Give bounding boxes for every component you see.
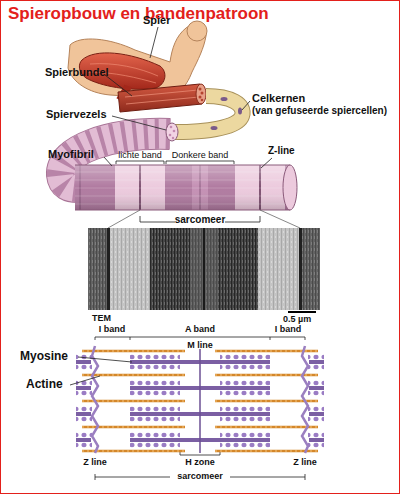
cylinder-end — [283, 165, 297, 210]
tem-z-line — [107, 228, 110, 310]
bundle-section — [196, 84, 206, 104]
myosin-heads — [130, 349, 180, 453]
leader-lines — [104, 27, 272, 168]
part-label: Celkernen — [252, 92, 305, 105]
image-label: TEM — [92, 313, 111, 323]
part-label: Myofibril — [48, 148, 94, 161]
m-line — [199, 349, 201, 453]
note-label: (van gefuseerde spiercellen) — [252, 105, 387, 117]
scale-label: 0.5 µm — [283, 314, 311, 324]
band-label: I band — [99, 324, 126, 334]
part-label: Spierbundel — [45, 66, 109, 79]
fist — [187, 21, 207, 41]
myosin-heads — [220, 349, 270, 453]
line-label: Z line — [83, 457, 107, 467]
band-label: lichte band — [118, 150, 162, 160]
nuclei — [211, 97, 243, 130]
part-label: Spier — [143, 14, 171, 27]
myosin-heads — [76, 349, 92, 453]
bundle-lines — [125, 90, 199, 104]
myosin-heads — [308, 349, 324, 453]
band-label: I band — [275, 324, 302, 334]
band-label: Donkere band — [172, 150, 229, 160]
sarcomere-label: sarcomeer — [177, 471, 223, 481]
band-brackets — [116, 161, 234, 164]
tem-m-line — [203, 228, 205, 310]
band-label: A band — [185, 324, 215, 334]
tem-a-band — [88, 228, 107, 310]
leader-lines — [70, 357, 132, 385]
fiber-section — [166, 123, 178, 141]
z-line — [92, 346, 308, 453]
fiber-outline — [175, 96, 243, 132]
bundle-fascicles — [199, 88, 204, 102]
title: Spieropbouw en bandenpatroon — [8, 4, 269, 24]
tem-a-band — [150, 228, 258, 310]
tem-h-zone — [190, 228, 218, 310]
cylinder-shade — [75, 165, 290, 210]
filament-label: Myosine — [20, 350, 68, 364]
tem-z-line — [299, 228, 302, 310]
fibril-ends — [169, 126, 176, 140]
myofibril-cylinder — [75, 165, 290, 210]
tem-background — [88, 228, 320, 310]
muscle-bundle — [118, 84, 202, 112]
line-label: Z line — [293, 457, 317, 467]
guide-lines — [108, 210, 300, 228]
scale-bar — [288, 311, 316, 313]
muscle-fiber — [175, 96, 243, 132]
band-brackets — [95, 337, 305, 480]
cylinder-edge — [75, 165, 290, 210]
zone-label: H zone — [185, 457, 215, 467]
line-label: Z-line — [268, 145, 295, 157]
part-label: Spiervezels — [46, 108, 107, 121]
tem-i-band — [107, 228, 150, 310]
light-band — [75, 165, 290, 210]
line-label: M line — [187, 340, 213, 350]
tem-i-band — [258, 228, 302, 310]
tem-micrograph — [88, 228, 320, 310]
filament-label: Actine — [26, 378, 63, 392]
tem-a-band — [302, 228, 320, 310]
sarcomere-label: sarcomeer — [175, 214, 226, 226]
